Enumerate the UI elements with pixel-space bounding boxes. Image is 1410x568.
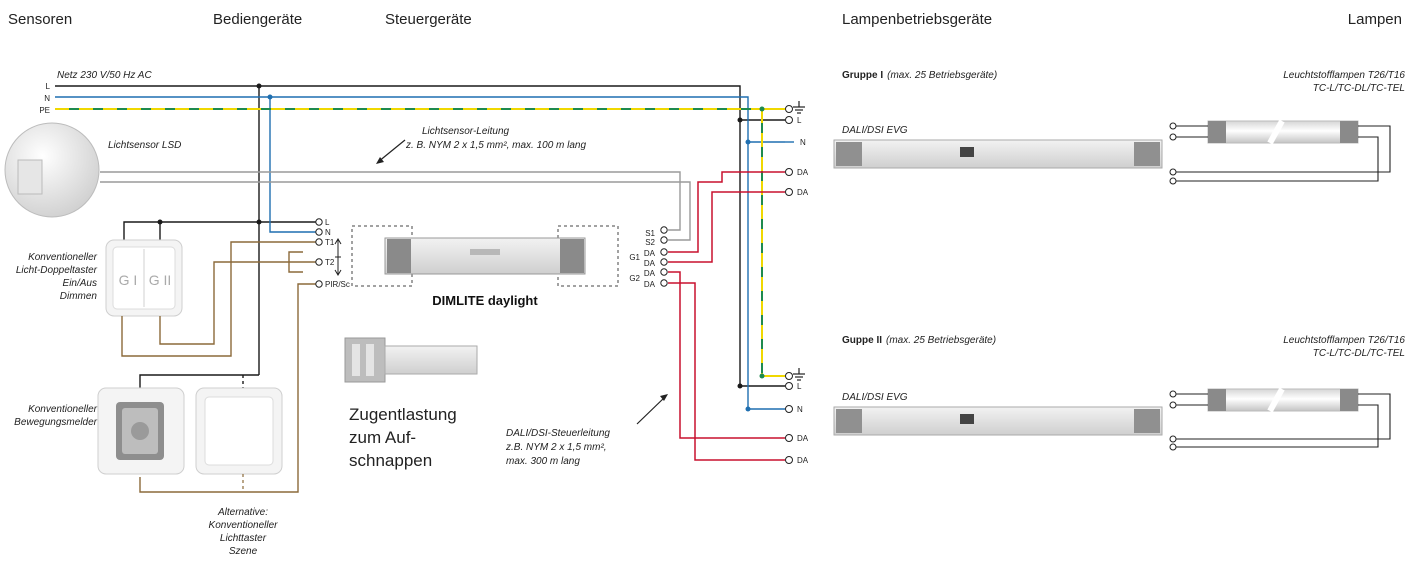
group2-title: Guppe II	[842, 335, 882, 346]
group2-note: (max. 25 Betriebsgeräte)	[886, 335, 996, 346]
controller-terminal-DA1: DA	[644, 249, 656, 258]
controller-terminal-N: N	[325, 228, 331, 237]
controller-terminal-T2: T2	[325, 258, 335, 267]
ground-icon	[793, 368, 805, 381]
pointer-arrow-icon	[636, 394, 668, 425]
group1-ballast-label: DALI/DSI EVG	[842, 125, 908, 136]
bus2-DA1-label: DA	[797, 434, 809, 443]
bus-terminals-group2: L N DA DA	[785, 368, 809, 465]
mains-N-label: N	[44, 94, 50, 103]
group2-title-line: Guppe II (max. 25 Betriebsgeräte)	[842, 335, 996, 346]
group2-ballast	[833, 406, 1163, 436]
sensor-cable-label-1: Lichtsensor-Leitung	[422, 126, 510, 137]
mains-label: Netz 230 V/50 Hz AC	[57, 70, 152, 81]
junction-dots	[157, 83, 765, 412]
header-lamps: Lampen	[1348, 11, 1402, 28]
strain-relief-image	[344, 337, 478, 383]
bus-terminals-group1: L N DA DA	[785, 101, 809, 197]
controller-terminal-DA4: DA	[644, 280, 656, 289]
switch-label-4: Dimmen	[60, 291, 98, 302]
strain-label-1: Zugentlastung	[349, 405, 457, 424]
alternative-label-4: Szene	[229, 546, 258, 557]
controller-left-terminals: L N T1 T2 PIR/Sc	[315, 218, 350, 289]
pe-wiring	[55, 108, 785, 377]
switch-label-2: Licht-Doppeltaster	[16, 265, 98, 276]
control-wiring	[121, 241, 316, 493]
phase-wiring	[55, 85, 785, 388]
sensor-label: Lichtsensor LSD	[108, 140, 181, 151]
controller-terminal-DA3: DA	[644, 269, 656, 278]
bus1-N-label: N	[800, 138, 806, 147]
bidirectional-arrow-icon	[334, 238, 342, 276]
controller-group1-label: G1	[629, 253, 640, 262]
ground-icon	[793, 101, 805, 114]
dali-cable-label-2: z.B. NYM 2 x 1,5 mm²,	[505, 442, 607, 453]
strain-label-3: schnappen	[349, 451, 432, 470]
switch-button-2-label: G II	[149, 272, 172, 288]
sensor-cable	[100, 171, 691, 241]
controller-terminal-S1: S1	[645, 229, 655, 238]
alternative-label-2: Konventioneller	[209, 520, 279, 531]
mains-L-label: L	[46, 82, 51, 91]
motion-detector	[97, 387, 185, 475]
sensor-cable-label-2: z. B. NYM 2 x 1,5 mm², max. 100 m lang	[405, 140, 586, 151]
group1-title: Gruppe I	[842, 70, 883, 81]
dali-cable-label-3: max. 300 m lang	[506, 456, 580, 467]
switch-label-3: Ein/Aus	[63, 278, 97, 289]
controller-group2-label: G2	[629, 274, 640, 283]
header-controls: Bediengeräte	[213, 11, 302, 28]
header-sensors: Sensoren	[8, 11, 72, 28]
controller-name: DIMLITE daylight	[432, 293, 538, 308]
controller-terminal-DA2: DA	[644, 259, 656, 268]
motion-label-2: Bewegungsmelder	[14, 417, 97, 428]
group2-lamp	[1169, 387, 1391, 451]
switch-label-1: Konventioneller	[28, 252, 98, 263]
dimlite-controller	[351, 225, 619, 287]
header-ballasts: Lampenbetriebsgeräte	[842, 11, 992, 28]
controller-terminal-L: L	[325, 218, 330, 227]
alternative-label-1: Alternative:	[217, 507, 268, 518]
group1-lamp-label-1: Leuchtstofflampen T26/T16	[1283, 70, 1405, 81]
controller-terminal-S2: S2	[645, 238, 655, 247]
group1-note: (max. 25 Betriebsgeräte)	[887, 70, 997, 81]
motion-label-1: Konventioneller	[28, 404, 98, 415]
bus2-N-label: N	[797, 405, 803, 414]
group2-lamp-label-1: Leuchtstofflampen T26/T16	[1283, 335, 1405, 346]
controller-terminal-PIR: PIR/Sc	[325, 280, 350, 289]
group1-lamp	[1169, 119, 1391, 185]
double-push-switch: G I G II	[105, 239, 183, 317]
pointer-arrow-icon	[376, 139, 406, 164]
mains-PE-label: PE	[39, 106, 50, 115]
light-sensor	[4, 122, 100, 218]
strain-label-2: zum Auf-	[349, 428, 416, 447]
header-controllers: Steuergeräte	[385, 11, 472, 28]
neutral-wiring	[55, 96, 785, 410]
group1-title-line: Gruppe I (max. 25 Betriebsgeräte)	[842, 70, 997, 81]
dali-cable-label-1: DALI/DSI-Steuerleitung	[506, 428, 610, 439]
group1-lamp-label-2: TC-L/TC-DL/TC-TEL	[1313, 83, 1405, 94]
group2-lamp-label-2: TC-L/TC-DL/TC-TEL	[1313, 348, 1405, 359]
bus2-L-label: L	[797, 382, 802, 391]
controller-right-terminals: S1 S2 DA DA DA DA G1 G2	[629, 226, 668, 289]
bus1-DA2-label: DA	[797, 188, 809, 197]
alternative-push-switch	[195, 387, 283, 475]
group1-ballast	[833, 139, 1163, 169]
bus1-L-label: L	[797, 116, 802, 125]
group2-ballast-label: DALI/DSI EVG	[842, 392, 908, 403]
controller-terminal-T1: T1	[325, 238, 335, 247]
dali-wiring	[668, 171, 785, 461]
switch-button-1-label: G I	[119, 272, 138, 288]
bus2-DA2-label: DA	[797, 456, 809, 465]
alternative-label-3: Lichttaster	[220, 533, 267, 544]
bus1-DA1-label: DA	[797, 168, 809, 177]
